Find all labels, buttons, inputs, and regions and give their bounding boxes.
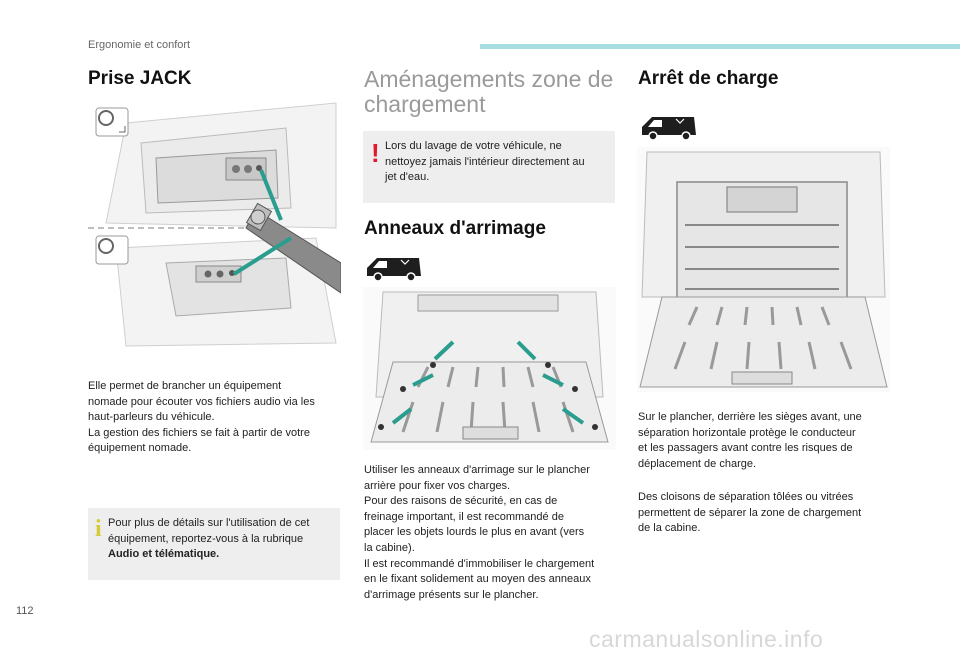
info-line-3: Audio et télématique. — [108, 548, 220, 561]
rings-line-7: Il est recommandé d'immobiliser le charg… — [364, 557, 595, 570]
load-stop-title: Arrêt de charge — [638, 68, 779, 89]
stop-line-2: séparation horizontale protège le conduc… — [638, 426, 856, 439]
load-stop-description-2: Des cloisons de séparation tôlées ou vit… — [638, 490, 893, 537]
anchor-rings-description: Utiliser les anneaux d'arrimage sur le p… — [364, 463, 619, 603]
jack-line-3: haut-parleurs du véhicule. — [88, 411, 215, 424]
warning-text: Lors du lavage de votre véhicule, ne net… — [385, 139, 611, 186]
section-title: Ergonomie et confort — [88, 39, 191, 51]
stop-line-1: Sur le plancher, derrière les sièges ava… — [638, 411, 862, 423]
rings-line-4: freinage important, il est recommandé de — [364, 510, 564, 523]
rings-line-8: en le fixant solidement au moyen des ann… — [364, 573, 591, 586]
jack-line-5: équipement nomade. — [88, 442, 192, 455]
info-icon: i — [95, 516, 102, 542]
van-icon — [367, 258, 421, 282]
warning-icon: ! — [371, 138, 380, 168]
rings-line-9: d'arrimage présents sur le plancher. — [364, 588, 539, 601]
header-accent-bar — [480, 44, 960, 49]
info-box: i Pour plus de détails sur l'utilisation… — [88, 508, 340, 580]
warning-line-3: jet d'eau. — [385, 171, 430, 184]
jack-line-2: nomade pour écouter vos fichiers audio v… — [88, 395, 315, 408]
stop-line-3: et les passagers avant contre les risque… — [638, 442, 853, 455]
rings-line-5: placer les objets lourds le plus en avan… — [364, 526, 585, 539]
rings-line-6: la cabine). — [364, 541, 415, 554]
page-number: 112 — [16, 605, 34, 617]
info-box-text: Pour plus de détails sur l'utilisation d… — [108, 516, 336, 563]
cargo-title-line-2: chargement — [364, 91, 486, 117]
anchor-rings-illustration — [363, 287, 616, 450]
watermark: carmanualsonline.info — [589, 626, 824, 652]
partition-line-2: permettent de séparer la zone de chargem… — [638, 506, 862, 519]
load-stop-description-1: Sur le plancher, derrière les sièges ava… — [638, 410, 893, 472]
info-line-2: équipement, reportez-vous à la rubrique — [108, 532, 304, 545]
partition-line-3: de la cabine. — [638, 522, 701, 535]
jack-socket-illustration — [88, 102, 341, 347]
warning-box: ! Lors du lavage de votre véhicule, ne n… — [363, 131, 615, 203]
cargo-title-line-1: Aménagements zone de — [364, 66, 614, 92]
rings-line-2: arrière pour fixer vos charges. — [364, 479, 511, 492]
rings-line-3: Pour des raisons de sécurité, en cas de — [364, 495, 558, 508]
rings-line-1: Utiliser les anneaux d'arrimage sur le p… — [364, 464, 590, 476]
jack-title: Prise JACK — [88, 68, 192, 89]
jack-line-1: Elle permet de brancher un équipement — [88, 380, 282, 392]
info-line-1: Pour plus de détails sur l'utilisation d… — [108, 517, 310, 529]
cargo-title: Aménagements zone de chargement — [364, 67, 613, 117]
stop-line-4: déplacement de charge. — [638, 457, 757, 470]
load-stop-illustration — [637, 147, 890, 392]
anchor-rings-title: Anneaux d'arrimage — [364, 218, 546, 239]
warning-line-1: Lors du lavage de votre véhicule, ne — [385, 140, 562, 152]
van-icon-2 — [642, 117, 696, 141]
jack-description: Elle permet de brancher un équipement no… — [88, 379, 343, 457]
partition-line-1: Des cloisons de séparation tôlées ou vit… — [638, 491, 854, 503]
jack-line-4: La gestion des fichiers se fait à partir… — [88, 426, 310, 439]
warning-line-2: nettoyez jamais l'intérieur directement … — [385, 155, 585, 168]
